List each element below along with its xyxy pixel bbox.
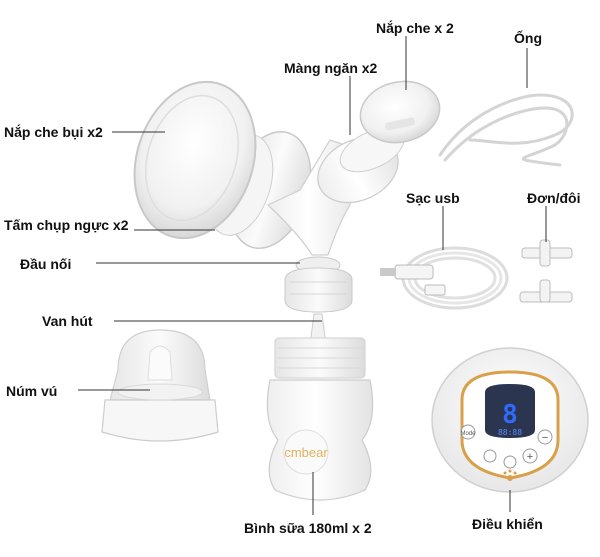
massage-button <box>484 450 496 462</box>
label-valve: Van hút <box>42 313 93 329</box>
single-double-connectors <box>520 240 572 302</box>
controller-display-small: 88:88 <box>498 428 522 437</box>
label-diaphragm-cover: Nắp che x 2 <box>376 20 454 36</box>
label-dust-cover: Nắp che bụi x2 <box>4 124 103 140</box>
bottle: cmbear <box>267 338 372 500</box>
controller-unit: 8 88:88 Mode − + <box>432 348 588 492</box>
label-teat: Núm vú <box>6 383 57 399</box>
label-diaphragm: Màng ngăn x2 <box>284 60 377 76</box>
controller-display-digit: 8 <box>502 400 518 430</box>
label-controller: Điều khiển <box>472 516 543 532</box>
minus-button-symbol: − <box>542 432 548 444</box>
mode-button-label: Mode <box>460 431 476 437</box>
label-breast-shield: Tấm chụp ngực x2 <box>4 217 129 233</box>
usb-cable <box>380 248 507 308</box>
label-single-double: Đơn/đôi <box>527 190 581 206</box>
label-usb-charger: Sạc usb <box>406 190 460 206</box>
bottle-brand-text: cmbear <box>284 445 328 460</box>
power-button <box>504 456 516 468</box>
label-bottle: Bình sữa 180ml x 2 <box>244 520 372 536</box>
label-tube: Ống <box>514 30 542 46</box>
tube <box>440 95 572 165</box>
label-connector: Đầu nối <box>20 256 71 272</box>
plus-button-symbol: + <box>527 451 533 463</box>
teat-cover <box>102 330 218 441</box>
valve-base <box>285 268 352 312</box>
